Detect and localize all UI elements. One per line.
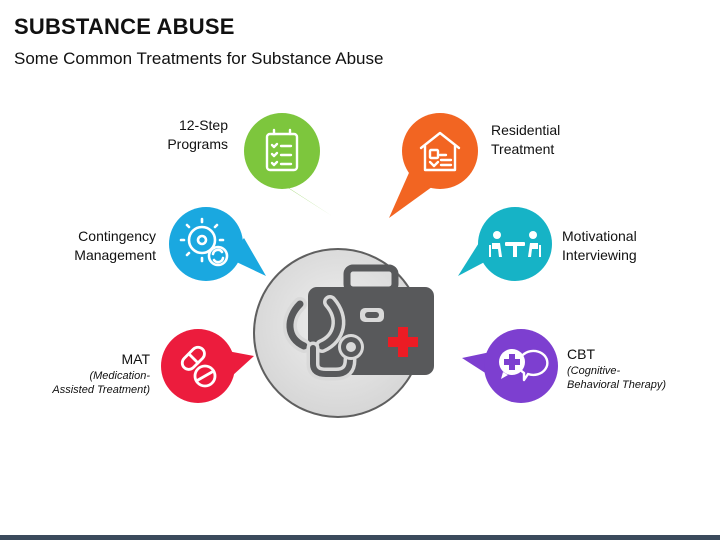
people-at-table-icon	[489, 231, 541, 257]
page-title: SUBSTANCE ABUSE	[14, 14, 235, 39]
gear-refresh-icon	[179, 217, 229, 267]
label-line: Contingency	[78, 228, 156, 244]
label-line: 12-Step	[178, 117, 228, 133]
treatment-node-motivational	[458, 207, 552, 281]
checklist-clipboard-icon	[265, 128, 299, 172]
label-line: Residential	[491, 122, 561, 138]
label-motivational: Motivational Interviewing	[562, 227, 672, 265]
label-12-step: 12-Step Programs	[150, 116, 228, 154]
label-cbt-title: CBT	[567, 346, 595, 362]
pills-icon	[180, 345, 217, 388]
bottom-bar	[0, 535, 720, 540]
label-cbt-sub-1: (Cognitive-	[567, 365, 621, 377]
treatment-node-residential	[389, 113, 478, 218]
label-cbt-sub-2: Behavioral Therapy)	[567, 379, 667, 391]
label-contingency: Contingency Management	[52, 227, 156, 265]
label-line: Motivational	[562, 228, 637, 244]
treatment-node-cbt	[462, 329, 558, 403]
label-line: Management	[74, 247, 156, 263]
hub	[253, 248, 434, 418]
treatment-node-contingency	[169, 207, 266, 281]
label-mat-sub-1: (Medication-	[89, 370, 150, 382]
chat-bubbles-plus-icon	[499, 349, 549, 382]
label-cbt: CBT (Cognitive- Behavioral Therapy)	[567, 345, 687, 392]
label-line: Interviewing	[562, 247, 637, 263]
label-mat: MAT (Medication- Assisted Treatment)	[36, 350, 150, 397]
label-mat-sub-2: Assisted Treatment)	[52, 384, 150, 396]
treatment-node-mat	[161, 329, 254, 403]
label-residential: Residential Treatment	[491, 121, 601, 159]
house-with-beds-icon	[419, 131, 461, 172]
label-line: Programs	[167, 136, 228, 152]
label-line: Treatment	[491, 141, 555, 157]
page-subtitle: Some Common Treatments for Substance Abu…	[14, 49, 384, 68]
medical-kit-stethoscope-icon	[283, 264, 434, 381]
treatment-node-12-step	[244, 113, 332, 216]
label-mat-title: MAT	[121, 351, 150, 367]
